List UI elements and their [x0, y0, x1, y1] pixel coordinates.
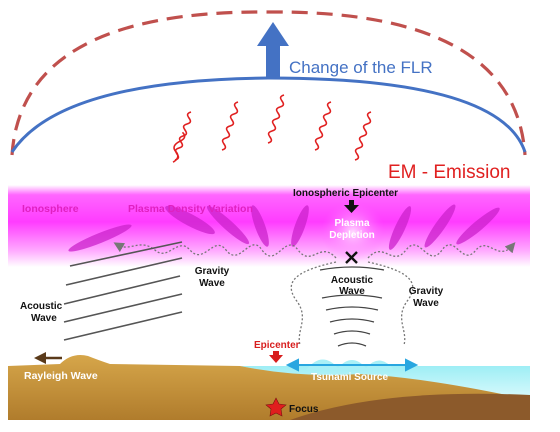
acoustic-wave-left-label-2: Wave	[31, 313, 57, 324]
acoustic-arcs-center	[319, 266, 385, 347]
em-wave-4	[314, 101, 332, 151]
acoustic-wave-left-label-1: Acoustic	[20, 301, 63, 312]
em-emission-label: EM - Emission	[388, 162, 510, 183]
em-wave-3	[267, 94, 285, 144]
ionosphere-band	[8, 185, 530, 267]
ionospheric-epicenter-label: Ionospheric Epicenter	[293, 188, 398, 199]
tsunami-arrows-icon	[285, 358, 419, 372]
rayleigh-wave-label: Rayleigh Wave	[24, 370, 98, 382]
up-arrow-icon	[257, 22, 289, 77]
tsunami-source-label: Tsunami Source	[311, 372, 388, 383]
ground-dark-wedge	[290, 393, 530, 420]
rayleigh-arrow-icon	[34, 352, 62, 364]
dashed-arc	[10, 10, 527, 156]
acoustic-wave-right-path	[367, 261, 414, 346]
em-wave-2	[221, 101, 239, 151]
plasma-depletion-glow	[321, 202, 385, 262]
focus-star-icon	[265, 397, 287, 417]
acoustic-wave-left-path	[290, 261, 337, 346]
plasma-depletion-label-2: Depletion	[329, 230, 375, 241]
acoustic-wave-lines-left	[63, 241, 183, 341]
em-wave-5	[354, 111, 372, 161]
plasma-streaks	[68, 204, 500, 252]
acoustic-wave-center-label-1: Acoustic	[331, 275, 374, 286]
gravity-wave-right-label-2: Wave	[413, 298, 439, 309]
gravity-wave-right-label-1: Gravity	[409, 286, 444, 297]
center-x-icon	[345, 251, 358, 264]
flr-arc	[10, 76, 527, 153]
gravity-wave-paths	[113, 242, 516, 346]
gravity-wave-left-label-2: Wave	[199, 278, 225, 289]
gravity-wave-right	[367, 242, 516, 259]
ionosphere-label: Ionosphere	[22, 203, 79, 215]
plasma-density-variation-label: Plasma Density Variation	[128, 203, 253, 215]
em-waves	[172, 94, 372, 163]
focus-label: Focus	[289, 404, 319, 415]
em-wave-1	[174, 111, 192, 161]
plasma-depletion-label-1: Plasma	[334, 218, 369, 229]
acoustic-wave-center-label-2: Wave	[339, 286, 365, 297]
gravity-wave-left-label-1: Gravity	[195, 266, 230, 277]
flr-change-label: Change of the FLR	[289, 58, 433, 77]
epicenter-arrow-icon	[269, 351, 283, 363]
gravity-wave-left	[113, 242, 337, 259]
down-arrow-icon	[344, 200, 359, 213]
epicenter-label: Epicenter	[254, 340, 300, 351]
